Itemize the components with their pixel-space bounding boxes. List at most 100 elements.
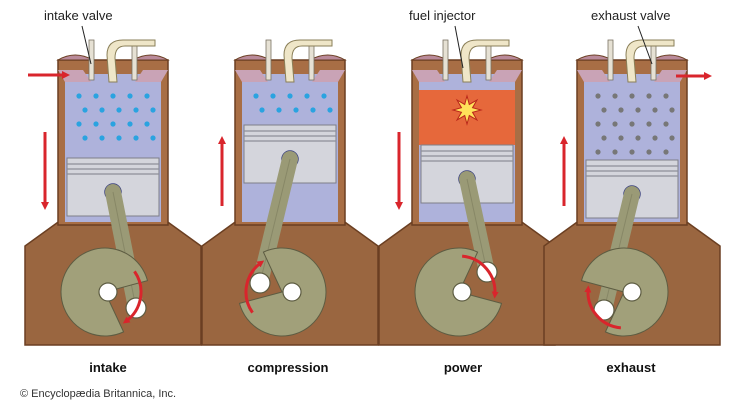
gas-particle — [635, 107, 641, 113]
stroke-label-compression: compression — [247, 360, 329, 375]
gas-particle — [629, 121, 635, 127]
valve-stem-left — [442, 39, 449, 81]
gas-particle — [669, 135, 675, 141]
gas-particle — [612, 121, 618, 127]
rotation-arrow — [584, 285, 622, 330]
gas-particle — [652, 135, 658, 141]
exhaust-port — [135, 70, 168, 82]
copyright-notice: © Encyclopædia Britannica, Inc. — [20, 388, 177, 400]
gas-particle — [76, 93, 82, 99]
intake-valve-leader — [81, 25, 92, 65]
gas-particle — [127, 121, 133, 127]
gas-particle — [646, 93, 652, 99]
engine-exhaust — [543, 39, 721, 346]
crank-main-journal — [452, 282, 472, 302]
rod-edge — [466, 178, 488, 273]
rotation-arrow — [461, 254, 499, 299]
gas-particle — [144, 93, 150, 99]
gas-particle — [646, 121, 652, 127]
exhaust-valve-leader — [637, 25, 653, 65]
gas-particle — [612, 149, 618, 155]
gas-particle — [310, 107, 316, 113]
gas-particle — [116, 107, 122, 113]
exhaust-valve-callout: exhaust valve — [591, 8, 671, 23]
gas-particle — [99, 135, 105, 141]
gas-particle — [133, 107, 139, 113]
gas-particle — [601, 135, 607, 141]
gas-particle — [669, 107, 675, 113]
gas-particle — [276, 107, 282, 113]
gas-particle — [663, 93, 669, 99]
gas-particle — [293, 107, 299, 113]
gas-particle — [595, 93, 601, 99]
gas-particle — [304, 93, 310, 99]
exhaust-port — [654, 70, 687, 82]
gas-particle — [144, 121, 150, 127]
gas-particle — [150, 107, 156, 113]
crank-main-journal — [622, 282, 642, 302]
injector-line — [106, 39, 156, 83]
fuel-injector-leader — [454, 25, 464, 69]
gas-particle — [663, 121, 669, 127]
valve-stem-left — [265, 39, 272, 81]
gas-particle — [82, 135, 88, 141]
gas-particle — [76, 121, 82, 127]
gas-particle — [646, 149, 652, 155]
engine-power — [378, 39, 556, 346]
gas-particle — [99, 107, 105, 113]
stroke-label-exhaust: exhaust — [606, 360, 656, 375]
gas-particle — [127, 93, 133, 99]
gas-particle — [618, 107, 624, 113]
crank-main-journal — [282, 282, 302, 302]
valve-stem-left — [88, 39, 95, 81]
injector-line — [625, 39, 675, 83]
spark-icon — [451, 94, 483, 126]
gas-particle — [110, 93, 116, 99]
intake-port — [577, 70, 610, 82]
gas-particle — [635, 135, 641, 141]
rotation-arrow — [244, 260, 265, 314]
injector-line — [460, 39, 510, 83]
gas-particle — [133, 135, 139, 141]
gas-particle — [259, 107, 265, 113]
stroke-label-power: power — [443, 360, 483, 375]
fuel-injector-callout: fuel injector — [409, 8, 476, 23]
rod-edge — [259, 158, 291, 284]
stroke-label-intake: intake — [89, 360, 127, 375]
gas-particle — [270, 93, 276, 99]
gas-particle — [595, 149, 601, 155]
rotation-arrow — [122, 270, 143, 324]
exhaust-port — [312, 70, 345, 82]
gas-particle — [612, 93, 618, 99]
injector-line — [283, 39, 333, 83]
gas-particle — [82, 107, 88, 113]
gas-particle — [150, 135, 156, 141]
crank-pin — [249, 272, 271, 294]
gas-particle — [629, 149, 635, 155]
intake-port — [412, 70, 445, 82]
gas-particle — [327, 107, 333, 113]
gas-particle — [253, 93, 259, 99]
engine-compression — [201, 39, 379, 346]
gas-particle — [601, 107, 607, 113]
gas-particle — [618, 135, 624, 141]
intake-valve-callout: intake valve — [44, 8, 113, 23]
rod-edge — [112, 191, 137, 309]
gas-particle — [321, 93, 327, 99]
gas-particle — [93, 93, 99, 99]
gas-particle — [652, 107, 658, 113]
gas-particle — [116, 135, 122, 141]
valve-stem-left — [607, 39, 614, 81]
engine-intake — [24, 39, 202, 346]
gas-particle — [287, 93, 293, 99]
gas-particle — [110, 121, 116, 127]
crank-main-journal — [98, 282, 118, 302]
intake-port — [235, 70, 268, 82]
exhaust-port — [489, 70, 522, 82]
gas-particle — [595, 121, 601, 127]
gas-particle — [663, 149, 669, 155]
gas-particle — [93, 121, 99, 127]
gas-particle — [629, 93, 635, 99]
